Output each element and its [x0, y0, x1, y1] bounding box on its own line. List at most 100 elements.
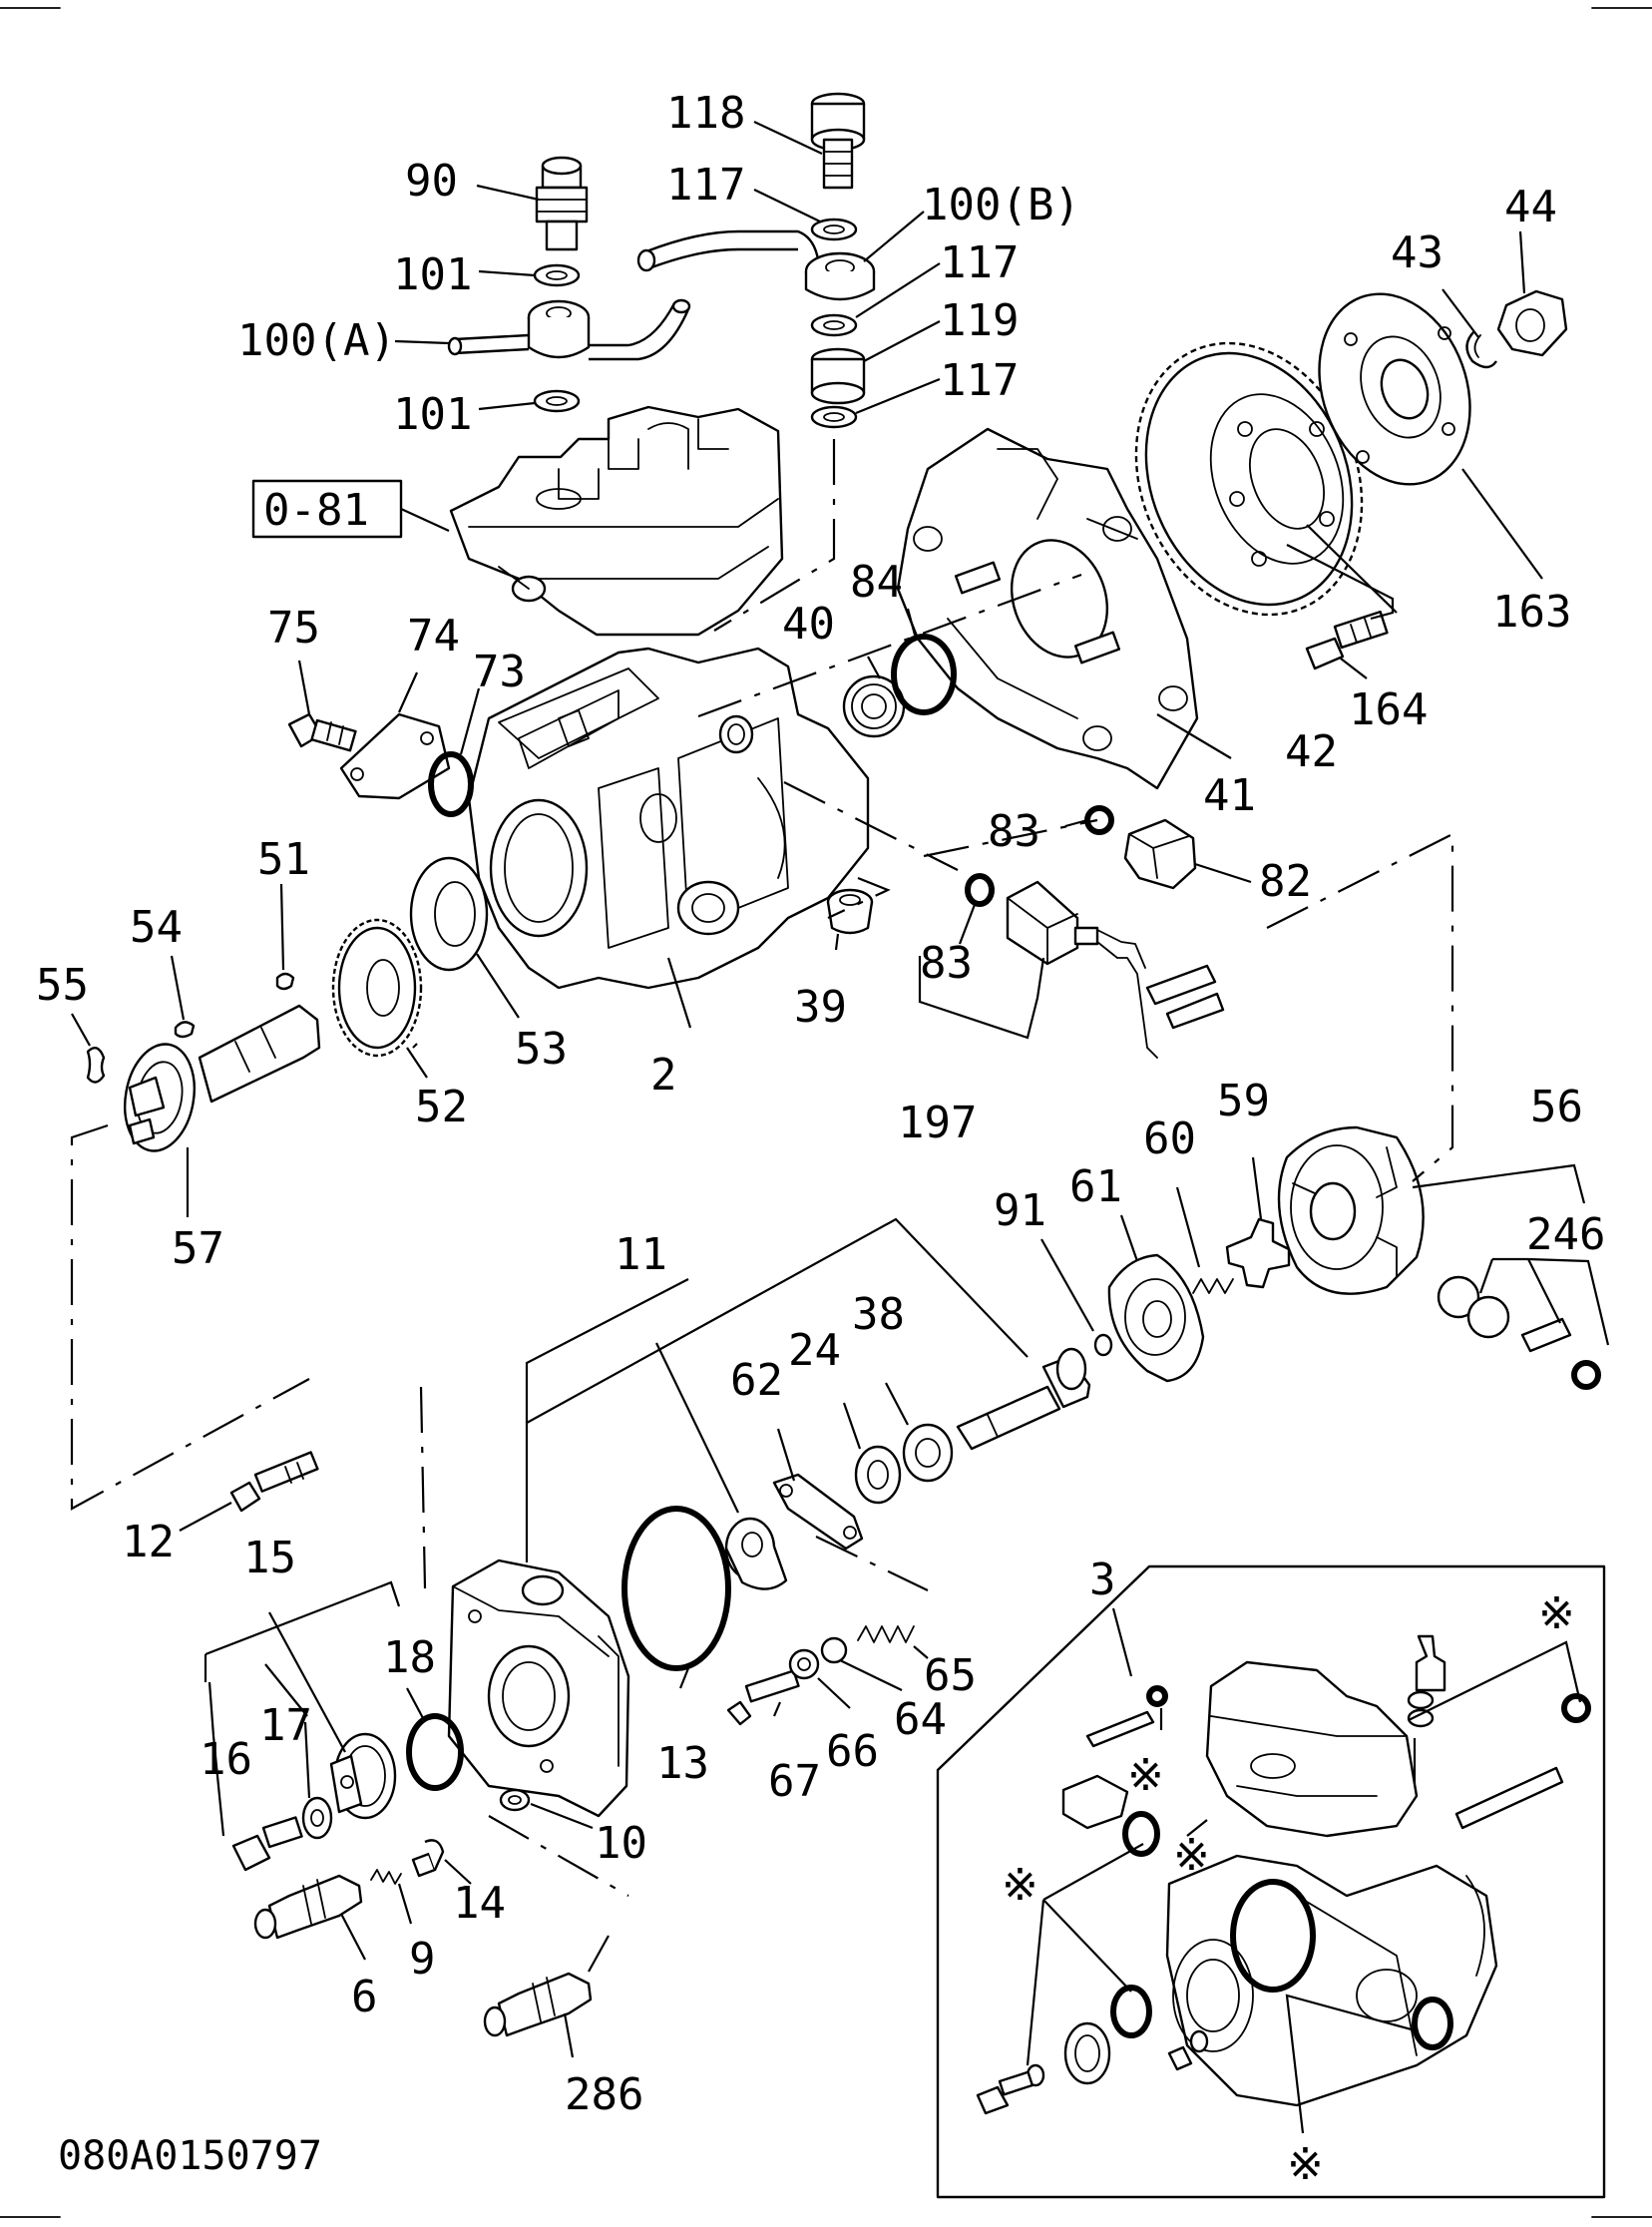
label-61: 61 — [1069, 1161, 1122, 1212]
washer-64 — [820, 1636, 848, 1664]
plug-82 — [1123, 818, 1197, 890]
label-83-upper: 83 — [988, 806, 1040, 857]
washer-38 — [902, 1423, 954, 1483]
label-12: 12 — [122, 1517, 175, 1567]
label-65: 65 — [924, 1650, 977, 1701]
plate-61 — [1107, 1253, 1205, 1383]
collar-11 — [724, 1517, 788, 1590]
label-53: 53 — [515, 1024, 568, 1075]
washer-10 — [499, 1788, 531, 1812]
label-84: 84 — [850, 557, 903, 608]
shaft-57 — [124, 1004, 321, 1152]
hub-163 — [1318, 292, 1471, 486]
label-117-top: 117 — [666, 160, 745, 211]
label-75: 75 — [267, 603, 320, 654]
spider-59 — [1225, 1217, 1291, 1289]
label-51: 51 — [257, 834, 310, 885]
oring-18 — [406, 1713, 464, 1791]
label-57: 57 — [172, 1223, 224, 1274]
label-38: 38 — [852, 1289, 905, 1340]
label-17: 17 — [259, 1700, 312, 1751]
pump-shaft — [956, 1347, 1091, 1451]
fitting-118 — [810, 92, 866, 190]
label-117-mid: 117 — [940, 237, 1019, 288]
spacer-119 — [810, 347, 866, 405]
label-6: 6 — [351, 1972, 378, 2022]
washer-43 — [1465, 330, 1497, 369]
key-54 — [174, 1021, 196, 1039]
label-100a: 100(A) — [237, 315, 396, 366]
drawing-code: 080A0150797 — [58, 2133, 322, 2179]
label-40: 40 — [782, 599, 835, 650]
label-43: 43 — [1391, 227, 1444, 278]
bolt-12 — [229, 1451, 319, 1513]
label-74: 74 — [407, 611, 460, 662]
spring-60 — [1192, 1278, 1234, 1294]
oring-83-lower — [965, 873, 995, 907]
label-59: 59 — [1217, 1076, 1270, 1126]
bolt-75 — [287, 712, 357, 752]
washer-101-top — [533, 263, 581, 287]
label-246: 246 — [1526, 1209, 1605, 1260]
label-90: 90 — [405, 156, 458, 207]
label-3: 3 — [1089, 1555, 1116, 1605]
washer-101-low — [533, 389, 581, 413]
fitting-90 — [535, 156, 589, 251]
label-41: 41 — [1203, 770, 1256, 821]
label-9: 9 — [409, 1934, 436, 1985]
label-197: 197 — [898, 1098, 977, 1148]
cover-56 — [1277, 1125, 1425, 1295]
label-15: 15 — [243, 1533, 296, 1583]
bolt-164 — [1305, 610, 1389, 670]
top-cover — [449, 405, 784, 637]
flange-41 — [896, 427, 1199, 790]
label-52: 52 — [415, 1082, 468, 1132]
oring-83-upper — [1084, 805, 1114, 835]
label-44: 44 — [1504, 182, 1557, 232]
washer-17 — [301, 1796, 333, 1840]
label-73: 73 — [473, 647, 526, 697]
oring-73 — [428, 751, 474, 817]
label-119: 119 — [940, 295, 1019, 346]
banjo-100a — [447, 298, 691, 361]
label-18: 18 — [383, 1632, 436, 1683]
washer-117-low — [810, 405, 858, 429]
label-286: 286 — [565, 2069, 643, 2120]
corner-marks — [0, 7, 1652, 2218]
pump-housing-2 — [467, 647, 870, 990]
banjo-100b — [636, 229, 876, 301]
lever-62 — [772, 1473, 864, 1551]
spring-9 — [370, 1869, 402, 1885]
clip-55 — [86, 1046, 106, 1084]
label-42: 42 — [1285, 726, 1338, 777]
label-10: 10 — [595, 1818, 647, 1869]
plate-74 — [339, 712, 451, 800]
cap-39 — [826, 888, 874, 935]
washer-24 — [854, 1445, 902, 1505]
washer-117-top — [810, 218, 858, 241]
inset-assembly-3 — [936, 1564, 1606, 2199]
label-60: 60 — [1143, 1114, 1196, 1164]
label-67: 67 — [768, 1756, 821, 1807]
label-101-top: 101 — [393, 249, 472, 300]
seal-53 — [409, 856, 489, 972]
part-labels: 118 90 117 100(B) 101 117 100(A) 119 101… — [36, 88, 1605, 2120]
leader-lines — [71, 121, 1610, 2134]
label-55: 55 — [36, 960, 89, 1011]
label-54: 54 — [130, 902, 183, 953]
asterisk-markers: ※ ※ ※ ※ ※ — [1002, 1588, 1575, 2190]
label-66: 66 — [826, 1726, 879, 1777]
label-82: 82 — [1259, 856, 1312, 907]
label-101-low: 101 — [393, 389, 472, 440]
gear-42 — [1134, 341, 1364, 617]
center-lines — [70, 439, 1454, 1973]
fitting-6 — [253, 1874, 363, 1940]
bolt-16 — [231, 1816, 303, 1872]
valve-14 — [411, 1839, 445, 1878]
label-62: 62 — [730, 1355, 783, 1406]
label-11: 11 — [615, 1229, 667, 1280]
label-56: 56 — [1530, 1082, 1583, 1132]
label-164: 164 — [1349, 684, 1428, 735]
label-118: 118 — [666, 88, 745, 139]
